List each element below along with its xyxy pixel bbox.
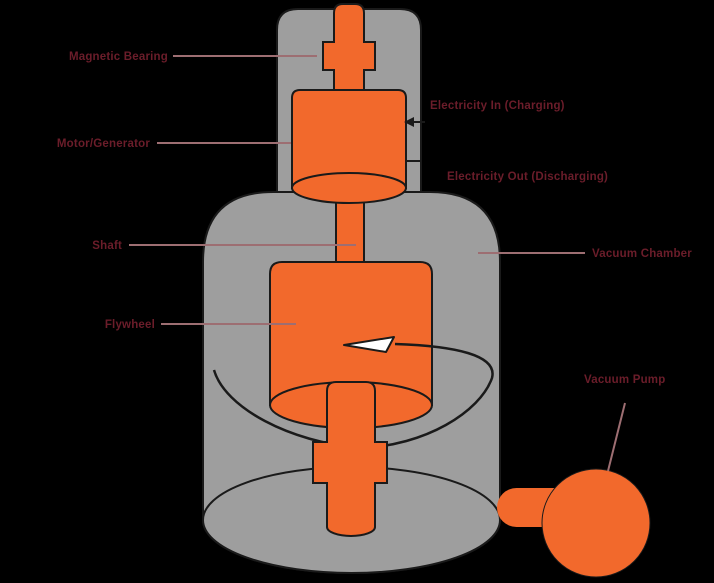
- flywheel-cylinder: [269, 261, 433, 406]
- vacuum-pump-leader-line: [607, 402, 626, 472]
- label-motor-generator: Motor/Generator: [57, 138, 150, 150]
- lower-shaft-magnetic-bearing: [312, 381, 388, 537]
- label-shaft: Shaft: [92, 240, 122, 252]
- rotation-arrowhead-icon: [343, 336, 395, 353]
- motor-generator-cylinder: [291, 89, 407, 189]
- motor-generator-bottom-cap: [291, 172, 407, 204]
- shaft-middle: [335, 195, 365, 269]
- electricity-in-arrowhead-icon: [404, 117, 414, 127]
- label-flywheel: Flywheel: [105, 319, 155, 331]
- label-electricity-in: Electricity In (Charging): [430, 100, 565, 112]
- magnetic-bearing-top-shaft: [322, 3, 376, 101]
- label-magnetic-bearing: Magnetic Bearing: [69, 51, 168, 63]
- label-electricity-out: Electricity Out (Discharging): [447, 171, 608, 183]
- label-vacuum-pump: Vacuum Pump: [584, 374, 665, 386]
- vacuum-pump-circle: [541, 468, 651, 578]
- label-vacuum-chamber: Vacuum Chamber: [592, 248, 692, 260]
- rotation-arrow-arc: [212, 342, 494, 450]
